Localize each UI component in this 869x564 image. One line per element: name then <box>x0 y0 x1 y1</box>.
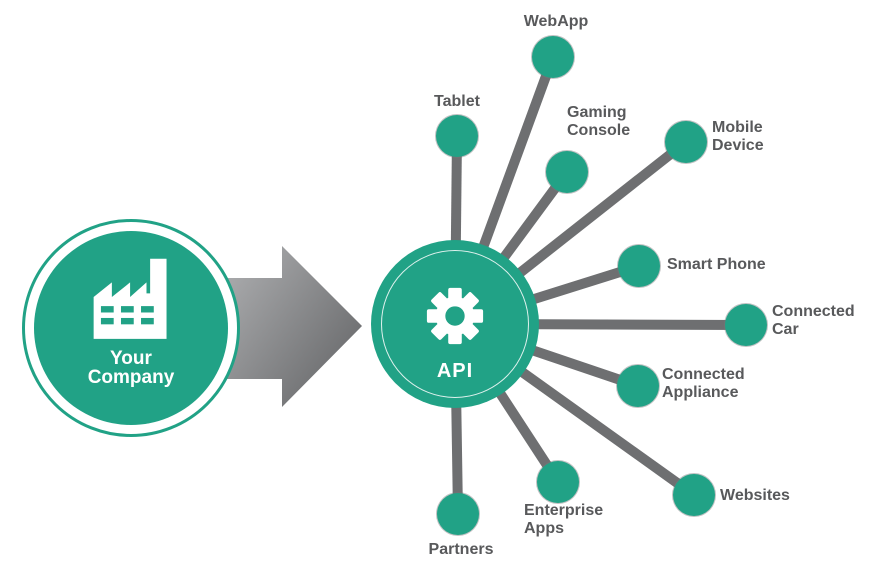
gear-icon <box>426 287 484 345</box>
node-enterprise-apps <box>537 461 579 503</box>
node-tablet <box>436 115 478 157</box>
node-connected-car <box>725 304 767 346</box>
label-webapp: WebApp <box>523 13 589 30</box>
company-circle: Your Company <box>22 219 240 437</box>
node-smart-phone <box>618 245 660 287</box>
company-circle-fill: Your Company <box>34 231 228 425</box>
node-connected-appliance <box>617 365 659 407</box>
node-webapp <box>532 36 574 78</box>
right-arrow <box>196 246 362 407</box>
node-partners <box>437 493 479 535</box>
api-hub-label: API <box>436 360 474 382</box>
label-partners: Partners <box>428 541 494 558</box>
label-gaming-console: Gaming Console <box>567 104 631 140</box>
label-connected-car: Connected Car <box>772 303 855 339</box>
node-mobile-device <box>665 121 707 163</box>
api-hub-circle: API <box>371 240 539 408</box>
label-tablet: Tablet <box>434 93 480 110</box>
label-connected-appliance: Connected Appliance <box>662 366 745 402</box>
company-label: Your Company <box>87 348 175 389</box>
label-websites: Websites <box>720 487 790 504</box>
factory-icon <box>93 258 167 339</box>
label-smart-phone: Smart Phone <box>667 256 766 273</box>
label-mobile-device: Mobile Device <box>712 119 764 155</box>
node-websites <box>673 474 715 516</box>
node-gaming-console <box>546 151 588 193</box>
label-enterprise-apps: Enterprise Apps <box>524 502 604 538</box>
